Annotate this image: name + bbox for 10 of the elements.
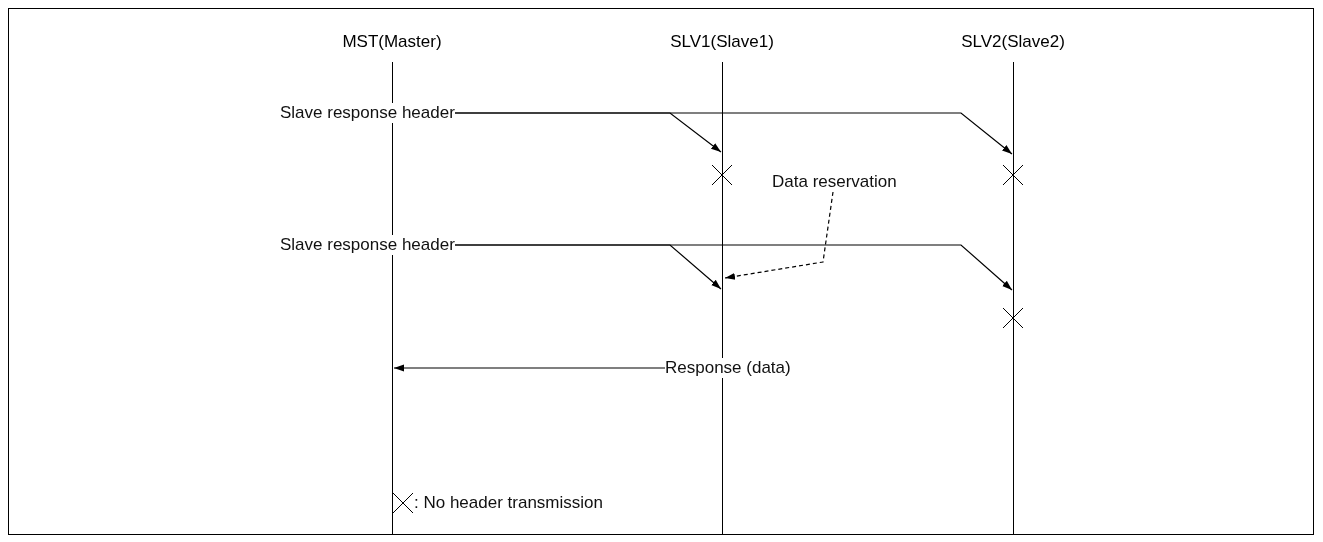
arrow	[393, 364, 666, 372]
message-label: Slave response header	[280, 235, 455, 255]
lifeline-header: SLV2(Slave2)	[961, 32, 1065, 52]
lifeline-header: MST(Master)	[342, 32, 442, 52]
lifeline-header: SLV1(Slave1)	[670, 32, 774, 52]
message-label: Slave response header	[280, 103, 455, 123]
message-label: Response (data)	[665, 358, 791, 378]
arrow	[454, 244, 1013, 291]
arrow	[454, 112, 1013, 155]
dashed-arrow	[724, 191, 834, 280]
